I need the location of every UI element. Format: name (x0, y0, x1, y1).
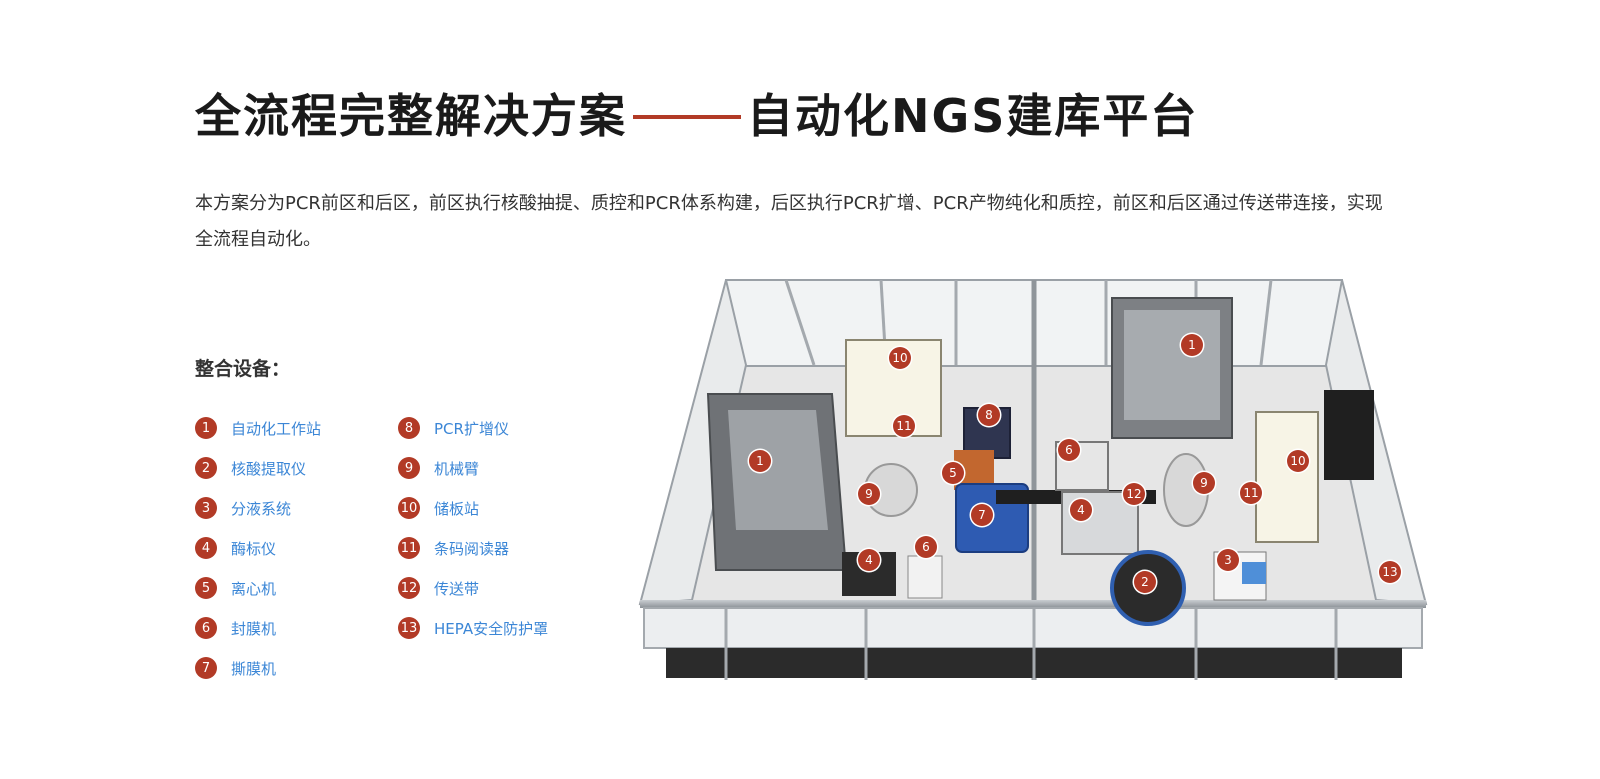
legend-label: HEPA安全防护罩 (434, 619, 549, 638)
marker-10-right: 10 (1287, 450, 1309, 472)
marker-10-left: 10 (889, 347, 911, 369)
legend-item[interactable]: 8 PCR扩增仪 (398, 416, 509, 440)
legend-item[interactable]: 5 离心机 (195, 576, 276, 600)
marker-6-right: 6 (1058, 439, 1080, 461)
dispense-reservoir (1242, 562, 1266, 584)
legend-badge: 6 (195, 617, 217, 639)
legend-label: 分液系统 (231, 499, 292, 518)
workstation-left-glass (728, 410, 828, 530)
legend-label: 机械臂 (434, 459, 480, 478)
marker-13: 13 (1379, 561, 1401, 583)
legend-badge: 5 (195, 577, 217, 599)
description: 本方案分为PCR前区和后区，前区执行核酸抽提、质控和PCR体系构建，后区执行PC… (195, 193, 1383, 250)
legend-label: 离心机 (231, 579, 277, 598)
marker-11-left: 11 (893, 415, 915, 437)
marker-1-right: 1 (1181, 334, 1203, 356)
workstation-right-glass (1124, 310, 1220, 420)
legend-label: 封膜机 (231, 619, 277, 638)
legend-title: 整合设备： (195, 358, 291, 380)
title-part1: 全流程完整解决方案 (195, 89, 627, 143)
legend-item[interactable]: 7 撕膜机 (195, 656, 276, 680)
page-title: 全流程完整解决方案 自动化NGS建库平台 (195, 86, 1198, 146)
marker-4-left: 4 (858, 549, 880, 571)
title-part2: 自动化NGS建库平台 (747, 89, 1199, 143)
legend-badge: 7 (195, 657, 217, 679)
marker-2: 2 (1134, 571, 1156, 593)
marker-9-right: 9 (1193, 472, 1215, 494)
legend-label: 核酸提取仪 (231, 459, 307, 478)
legend-label: 传送带 (434, 579, 480, 598)
platform-drawing (638, 279, 1428, 680)
legend-label: 自动化工作站 (231, 419, 322, 438)
marker-3: 3 (1217, 549, 1239, 571)
legend-badge: 2 (195, 457, 217, 479)
legend-label: 撕膜机 (231, 659, 277, 678)
legend-item[interactable]: 11 条码阅读器 (398, 536, 509, 560)
legend-label: PCR扩增仪 (434, 419, 509, 438)
legend-badge: 10 (398, 497, 420, 519)
legend-badge: 11 (398, 537, 420, 559)
title-dash (633, 114, 741, 119)
legend-badge: 13 (398, 617, 420, 639)
legend-item[interactable]: 10 储板站 (398, 496, 479, 520)
marker-11-right: 11 (1240, 482, 1262, 504)
legend-label: 条码阅读器 (434, 539, 510, 558)
legend-item[interactable]: 6 封膜机 (195, 616, 276, 640)
legend-item[interactable]: 3 分液系统 (195, 496, 291, 520)
legend-item[interactable]: 4 酶标仪 (195, 536, 276, 560)
legend-badge: 12 (398, 577, 420, 599)
legend-badge: 8 (398, 417, 420, 439)
legend-badge: 4 (195, 537, 217, 559)
marker-1-left: 1 (749, 450, 771, 472)
front-posts (724, 608, 1338, 680)
marker-5: 5 (942, 462, 964, 484)
legend-label: 酶标仪 (231, 539, 277, 558)
black-rack (1324, 390, 1374, 480)
legend-badge: 9 (398, 457, 420, 479)
legend-item[interactable]: 13 HEPA安全防护罩 (398, 616, 548, 640)
marker-6-left: 6 (915, 536, 937, 558)
legend-label: 储板站 (434, 499, 480, 518)
legend-item[interactable]: 12 传送带 (398, 576, 479, 600)
legend-item[interactable]: 9 机械臂 (398, 456, 479, 480)
marker-4-right: 4 (1070, 499, 1092, 521)
marker-12: 12 (1123, 483, 1145, 505)
legend-item[interactable]: 2 核酸提取仪 (195, 456, 306, 480)
legend-badge: 3 (195, 497, 217, 519)
marker-7: 7 (971, 504, 993, 526)
platform-illustration: 1 10 11 8 5 9 7 4 6 1 6 12 9 10 11 4 3 2… (636, 270, 1432, 690)
sealer-left (907, 555, 943, 599)
marker-8: 8 (978, 404, 1000, 426)
marker-9-left: 9 (858, 483, 880, 505)
front-rail (640, 600, 1426, 608)
legend-badge: 1 (195, 417, 217, 439)
legend-item[interactable]: 1 自动化工作站 (195, 416, 321, 440)
storage-tower-right (1255, 411, 1319, 543)
